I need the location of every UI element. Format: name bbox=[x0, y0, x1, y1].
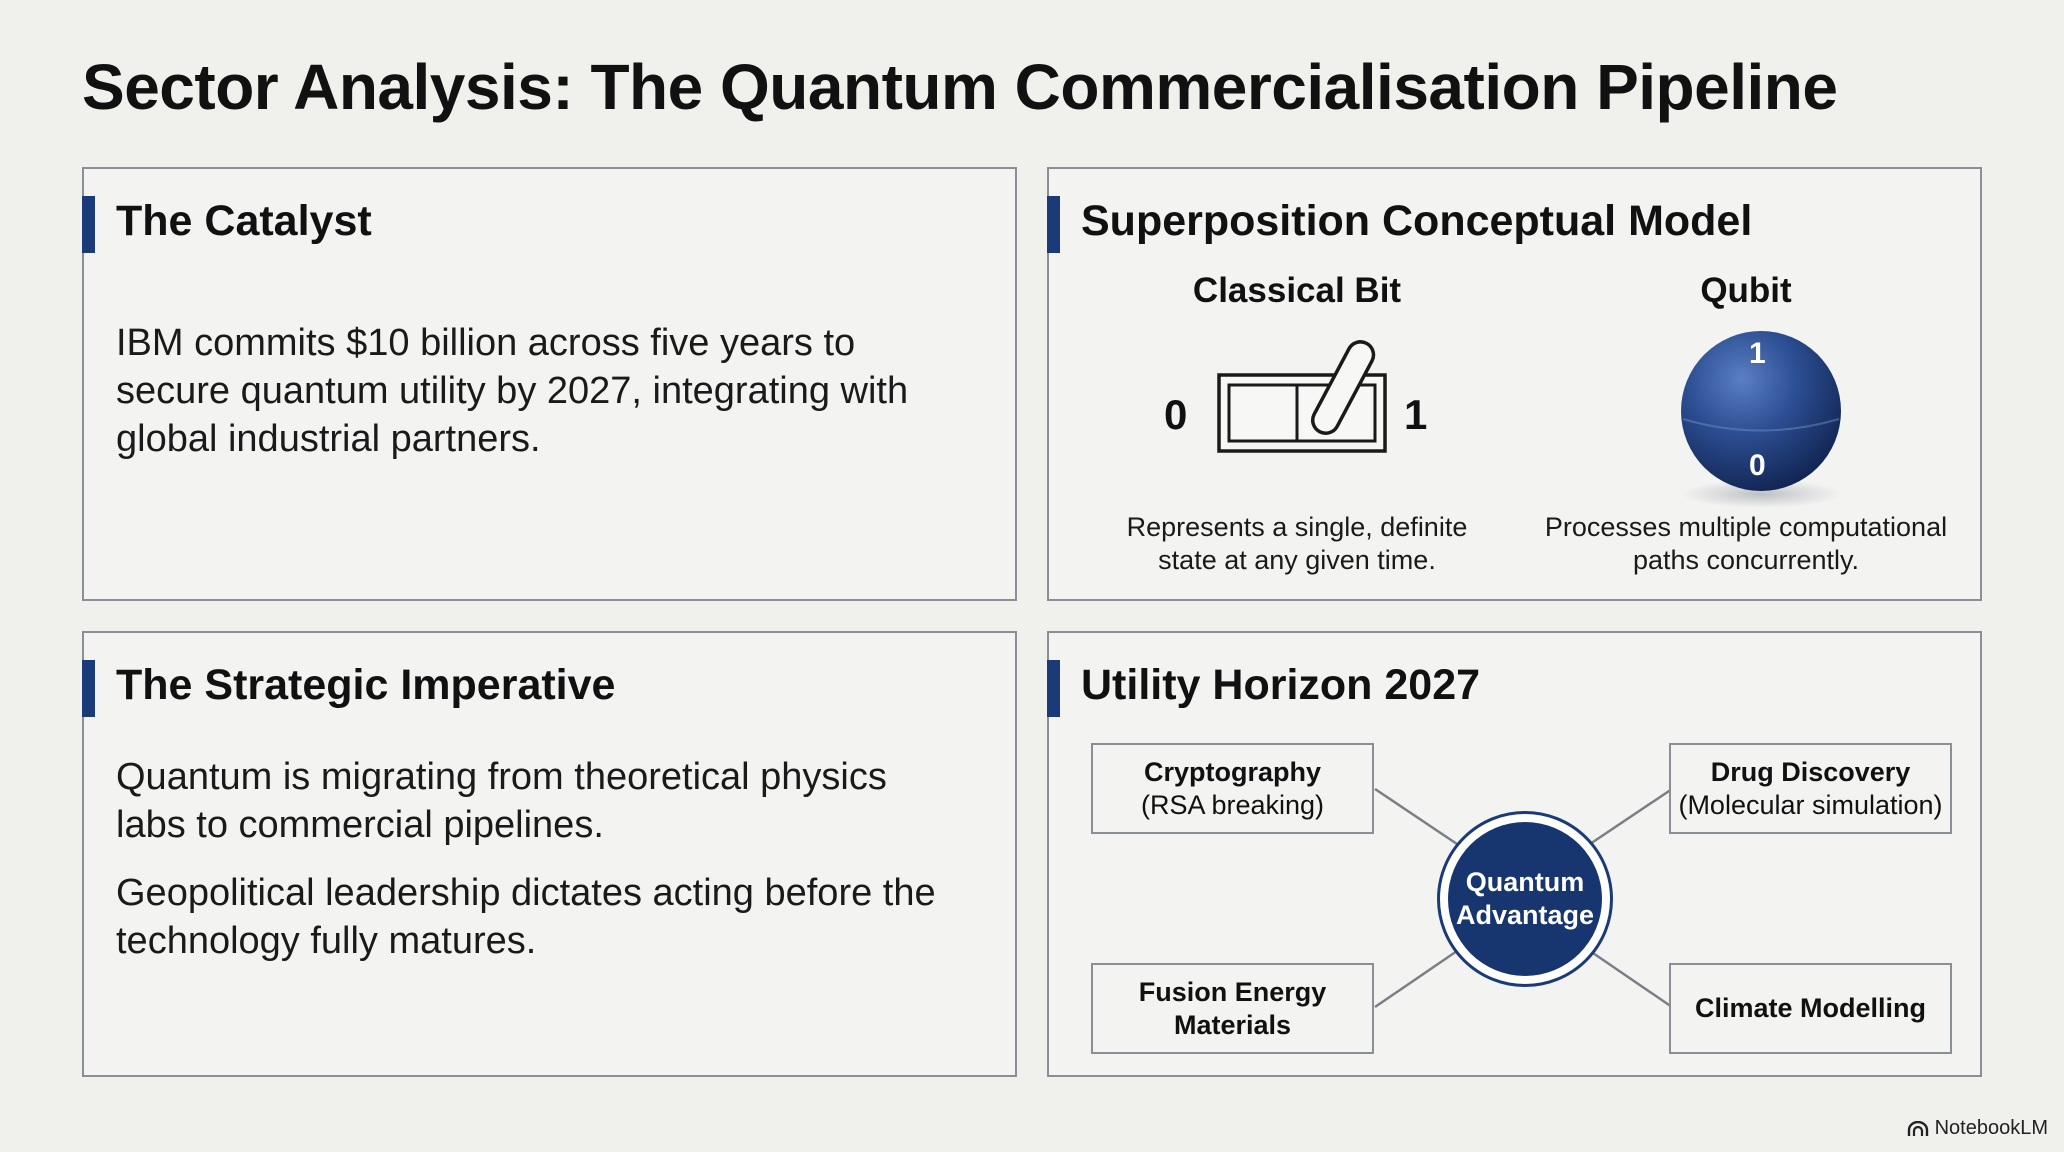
panel-accent-bar bbox=[81, 196, 95, 253]
utility-title: Utility Horizon 2027 bbox=[1081, 661, 1481, 709]
node-title: Cryptography bbox=[1143, 756, 1322, 787]
node-title: Fusion Energy bbox=[1138, 976, 1327, 1007]
qubit-caption: Processes multiple computational paths c… bbox=[1536, 511, 1956, 577]
bit-one-label: 1 bbox=[1404, 391, 1428, 438]
strategic-line: Geopolitical leadership dictates acting … bbox=[116, 872, 936, 914]
node-subtitle: Materials bbox=[1173, 1009, 1292, 1040]
node-subtitle: (Molecular simulation) bbox=[1678, 789, 1943, 820]
notebooklm-logo-icon bbox=[1907, 1120, 1928, 1136]
cryptography-node: Cryptography (RSA breaking) bbox=[1091, 743, 1374, 834]
strategic-paragraph-2: Geopolitical leadership dictates acting … bbox=[116, 869, 936, 965]
classical-caption: Represents a single, definite state at a… bbox=[1087, 511, 1507, 577]
strategic-title: The Strategic Imperative bbox=[116, 661, 616, 709]
superposition-panel: Superposition Conceptual Model Classical… bbox=[1046, 167, 1982, 601]
drug-discovery-node: Drug Discovery (Molecular simulation) bbox=[1669, 743, 1952, 834]
strategic-paragraph-1: Quantum is migrating from theoretical ph… bbox=[116, 753, 887, 849]
strategic-line: technology fully matures. bbox=[116, 920, 537, 962]
utility-panel: Utility Horizon 2027 Cryptography (RSA b… bbox=[1046, 631, 1982, 1077]
catalyst-panel: The Catalyst IBM commits $10 billion acr… bbox=[81, 167, 1017, 601]
caption-line: paths concurrently. bbox=[1632, 545, 1860, 575]
panel-accent-bar bbox=[1046, 196, 1060, 253]
strategic-panel: The Strategic Imperative Quantum is migr… bbox=[81, 631, 1017, 1077]
caption-line: Represents a single, definite bbox=[1126, 512, 1468, 542]
qubit-zero-label: 0 bbox=[1749, 449, 1766, 482]
classical-bit-label: Classical Bit bbox=[1192, 271, 1402, 310]
qubit-one-label: 1 bbox=[1749, 337, 1766, 370]
strategic-line: labs to commercial pipelines. bbox=[116, 804, 604, 846]
hub-line: Quantum bbox=[1465, 867, 1585, 897]
panel-accent-bar bbox=[1046, 660, 1060, 717]
panel-accent-bar bbox=[81, 660, 95, 717]
caption-line: state at any given time. bbox=[1158, 545, 1436, 575]
node-subtitle: (RSA breaking) bbox=[1140, 789, 1325, 820]
strategic-line: Quantum is migrating from theoretical ph… bbox=[116, 756, 887, 798]
switch-icon bbox=[1217, 340, 1387, 453]
superposition-title: Superposition Conceptual Model bbox=[1081, 197, 1753, 245]
qubit-label: Qubit bbox=[1700, 271, 1792, 310]
notebooklm-brand: NotebookLM bbox=[1907, 1117, 2048, 1140]
fusion-energy-node: Fusion Energy Materials bbox=[1091, 963, 1374, 1054]
brand-label: NotebookLM bbox=[1934, 1117, 2048, 1139]
climate-modelling-node: Climate Modelling bbox=[1669, 963, 1952, 1054]
bit-zero-label: 0 bbox=[1164, 391, 1188, 438]
catalyst-title: The Catalyst bbox=[116, 197, 372, 245]
hub-line: Advantage bbox=[1455, 900, 1595, 930]
node-title: Drug Discovery bbox=[1710, 756, 1911, 787]
connector-lines bbox=[1373, 787, 1673, 1008]
catalyst-line: global industrial partners. bbox=[116, 418, 541, 460]
node-title: Climate Modelling bbox=[1694, 993, 1927, 1023]
caption-line: Processes multiple computational bbox=[1544, 512, 1948, 542]
page-title: Sector Analysis: The Quantum Commerciali… bbox=[82, 51, 1838, 123]
qubit-sphere-icon bbox=[1681, 331, 1841, 508]
catalyst-text: IBM commits $10 billion across five year… bbox=[116, 319, 908, 463]
catalyst-line: secure quantum utility by 2027, integrat… bbox=[116, 370, 909, 412]
catalyst-line: IBM commits $10 billion across five year… bbox=[116, 322, 856, 364]
